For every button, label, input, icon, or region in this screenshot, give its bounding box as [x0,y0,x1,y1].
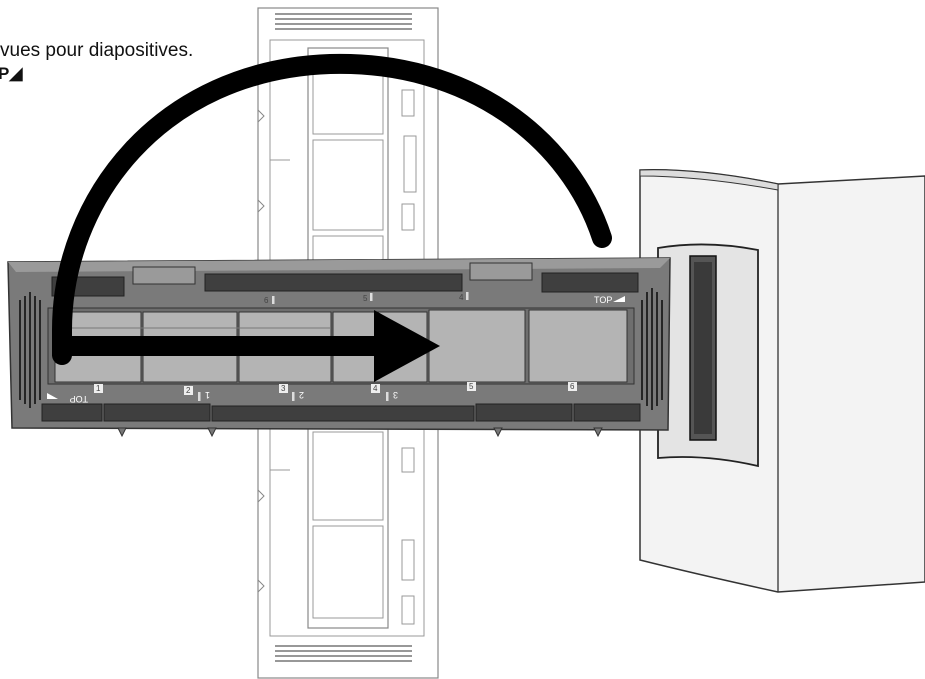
lower-frame-number-3: 3 [281,384,286,393]
mirrored-number-3: 3 [393,390,398,400]
mirrored-number-2: 2 [299,390,304,400]
lower-frame-number-6: 6 [570,382,575,391]
rotation-arrow [52,53,612,382]
top-label-flipped: TOP [70,394,88,404]
top-label: TOP [594,295,612,305]
top-marker-text: P [0,64,10,83]
arrow-head-icon [374,310,440,382]
top-marker-caption: P◢ [0,64,22,84]
scanner-device [639,169,925,593]
lower-frame-number-4: 4 [373,384,378,393]
top-marker-triangle-icon: ◢ [9,64,23,83]
mirrored-number-1: 1 [205,390,210,400]
top-triangle-icon [613,296,625,302]
mirrored-frame-numbers: 1 2 3 [198,390,398,401]
lower-frame-number-badges: 1 2 3 4 5 6 [94,382,577,395]
instruction-caption: vues pour diapositives. [0,40,194,61]
film-frame-5 [428,309,526,383]
lower-frame-number-5: 5 [469,382,474,391]
lower-frame-number-2: 2 [186,386,191,395]
upper-frame-number-6: 6 [264,296,269,305]
upper-frame-number-5: 5 [363,294,368,303]
top-triangle-flipped-icon [47,393,58,399]
lower-frame-number-1: 1 [96,384,101,393]
film-frame-6 [528,309,628,383]
upper-frame-number-4: 4 [459,293,464,302]
